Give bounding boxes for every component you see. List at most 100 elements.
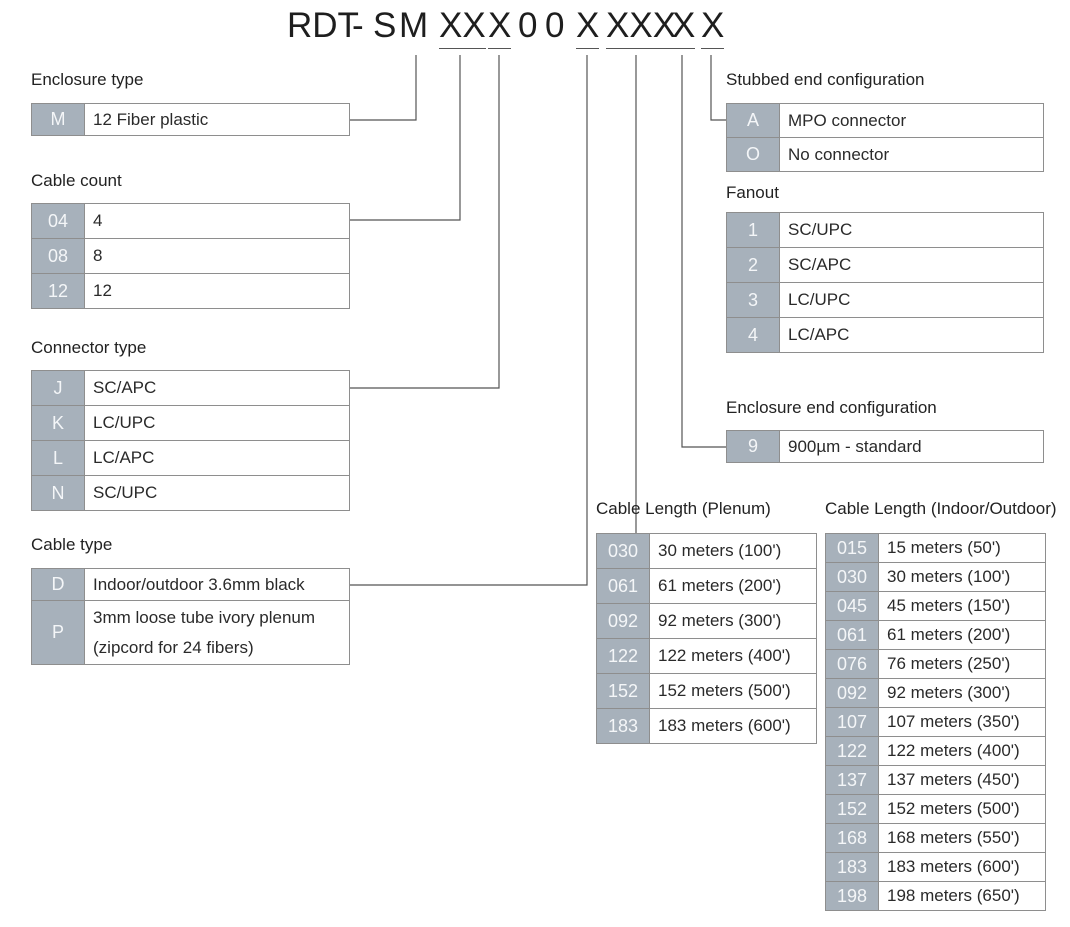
- desc-cell: 92 meters (300'): [649, 603, 817, 639]
- table-row: 015 15 meters (50'): [825, 533, 1046, 563]
- pn-prefix: RDT: [287, 6, 359, 45]
- table-row: K LC/UPC: [31, 405, 350, 441]
- table-row: 9 900µm - standard: [726, 430, 1044, 463]
- pn-m: M: [399, 6, 429, 45]
- table-row: 12 12: [31, 273, 350, 309]
- table-row: O No connector: [726, 137, 1044, 172]
- code-cell: 015: [825, 533, 879, 563]
- code-cell: 198: [825, 881, 879, 911]
- table-row: 183 183 meters (600'): [825, 852, 1046, 882]
- code-cell: 061: [596, 568, 650, 604]
- line-cable-count: [350, 55, 461, 221]
- table-row: L LC/APC: [31, 440, 350, 476]
- desc-cell: 8: [84, 238, 350, 274]
- enclosure-type-title: Enclosure type: [31, 70, 144, 89]
- desc-cell: LC/UPC: [779, 282, 1044, 318]
- code-cell: N: [31, 475, 85, 511]
- desc-cell: LC/APC: [779, 317, 1044, 353]
- code-cell: 12: [31, 273, 85, 309]
- table-row: P 3mm loose tube ivory plenum (zipcord f…: [31, 600, 350, 665]
- desc-cell: 45 meters (150'): [878, 591, 1046, 621]
- code-cell: 4: [726, 317, 780, 353]
- stubbed-end-title: Stubbed end configuration: [726, 70, 925, 89]
- desc-cell: 107 meters (350'): [878, 707, 1046, 737]
- connector-type-title: Connector type: [31, 338, 147, 357]
- cable-type-title: Cable type: [31, 535, 113, 554]
- desc-cell: No connector: [779, 137, 1044, 172]
- fanout-table: 1 SC/UPC 2 SC/APC 3 LC/UPC 4 LC/APC: [726, 212, 1044, 353]
- table-row: 2 SC/APC: [726, 247, 1044, 283]
- table-row: 1 SC/UPC: [726, 212, 1044, 248]
- desc-cell: 15 meters (50'): [878, 533, 1046, 563]
- pn-s: S: [373, 6, 397, 45]
- code-cell: 122: [825, 736, 879, 766]
- code-cell: L: [31, 440, 85, 476]
- table-row: 030 30 meters (100'): [596, 533, 817, 569]
- table-row: 122 122 meters (400'): [596, 638, 817, 674]
- code-cell: J: [31, 370, 85, 406]
- pn-cable-type: X: [576, 4, 600, 49]
- desc-cell: 198 meters (650'): [878, 881, 1046, 911]
- desc-cell: 122 meters (400'): [878, 736, 1046, 766]
- desc-cell: LC/APC: [84, 440, 350, 476]
- code-cell: 9: [726, 430, 780, 463]
- table-row: N SC/UPC: [31, 475, 350, 511]
- desc-cell: 30 meters (100'): [878, 562, 1046, 592]
- desc-cell: MPO connector: [779, 103, 1044, 138]
- code-cell: A: [726, 103, 780, 138]
- desc-cell: 900µm - standard: [779, 430, 1044, 463]
- table-row: 04 4: [31, 203, 350, 239]
- code-cell: 04: [31, 203, 85, 239]
- code-cell: 092: [825, 678, 879, 708]
- length-plenum-table: 030 30 meters (100') 061 61 meters (200'…: [596, 533, 817, 744]
- pn-connector: X: [488, 4, 512, 49]
- table-row: 045 45 meters (150'): [825, 591, 1046, 621]
- code-cell: M: [31, 103, 85, 136]
- enclosure-type-table: M 12 Fiber plastic: [31, 103, 350, 136]
- desc-cell: 92 meters (300'): [878, 678, 1046, 708]
- code-cell: 137: [825, 765, 879, 795]
- code-cell: K: [31, 405, 85, 441]
- code-cell: 152: [825, 794, 879, 824]
- cable-count-title: Cable count: [31, 171, 122, 190]
- desc-cell: 183 meters (600'): [649, 708, 817, 744]
- code-cell: D: [31, 568, 85, 601]
- table-row: 08 8: [31, 238, 350, 274]
- desc-cell: 61 meters (200'): [649, 568, 817, 604]
- code-cell: 076: [825, 649, 879, 679]
- desc-cell: 122 meters (400'): [649, 638, 817, 674]
- code-cell: 1: [726, 212, 780, 248]
- desc-cell: 152 meters (500'): [649, 673, 817, 709]
- table-row: 061 61 meters (200'): [596, 568, 817, 604]
- code-cell: 168: [825, 823, 879, 853]
- desc-cell: Indoor/outdoor 3.6mm black: [84, 568, 350, 601]
- table-row: 152 152 meters (500'): [825, 794, 1046, 824]
- table-row: D Indoor/outdoor 3.6mm black: [31, 568, 350, 601]
- table-row: 092 92 meters (300'): [825, 678, 1046, 708]
- code-cell: 030: [596, 533, 650, 569]
- enclosure-end-title: Enclosure end configuration: [726, 398, 937, 417]
- table-row: 4 LC/APC: [726, 317, 1044, 353]
- code-cell: 045: [825, 591, 879, 621]
- code-cell: 122: [596, 638, 650, 674]
- line-cable-type: [350, 55, 588, 586]
- table-row: 168 168 meters (550'): [825, 823, 1046, 853]
- code-cell: 107: [825, 707, 879, 737]
- code-cell: 061: [825, 620, 879, 650]
- code-cell: 092: [596, 603, 650, 639]
- pn-fanout: X: [672, 4, 696, 49]
- length-indoor-outdoor-title: Cable Length (Indoor/Outdoor): [825, 499, 1057, 518]
- pn-dash: -: [352, 6, 364, 45]
- line-connector-type: [350, 55, 500, 389]
- table-row: 076 76 meters (250'): [825, 649, 1046, 679]
- desc-cell: SC/UPC: [779, 212, 1044, 248]
- desc-cell: 61 meters (200'): [878, 620, 1046, 650]
- fanout-title: Fanout: [726, 183, 779, 202]
- table-row: 122 122 meters (400'): [825, 736, 1046, 766]
- line-stubbed-end: [710, 55, 726, 121]
- desc-cell: 3mm loose tube ivory plenum (zipcord for…: [84, 600, 350, 665]
- desc-cell: 4: [84, 203, 350, 239]
- code-cell: 183: [825, 852, 879, 882]
- table-row: 198 198 meters (650'): [825, 881, 1046, 911]
- code-cell: 2: [726, 247, 780, 283]
